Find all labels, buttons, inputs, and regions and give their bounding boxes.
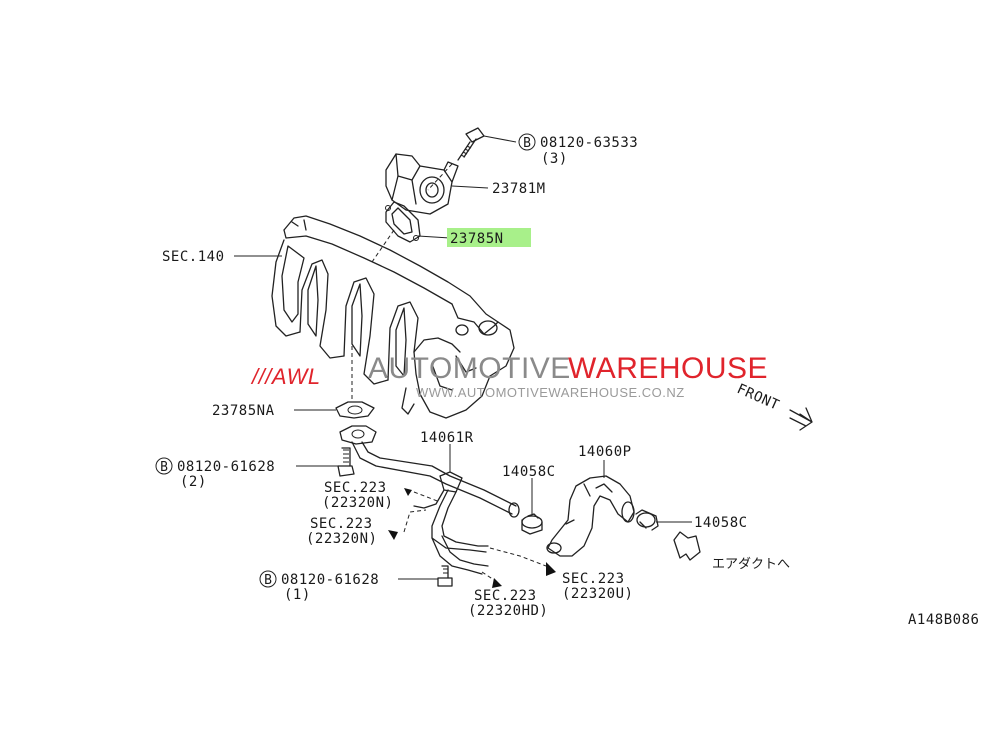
gasket-top-dashline [371, 229, 395, 263]
watermark: ///AWL AUTOMOTIVE WAREHOUSE WWW.AUTOMOTI… [250, 352, 768, 400]
valve-leader [451, 185, 489, 189]
sec223-c-label: SEC.223 [474, 588, 537, 604]
clamp-left-drawing [521, 513, 543, 535]
bolt-mid-drawing [337, 447, 355, 477]
sec223-a-sub: (22320N) [322, 495, 393, 511]
watermark-brand-1: AUTOMOTIVE [368, 352, 571, 385]
sec223-d-label: SEC.223 [562, 571, 625, 587]
sec223-d-arrow [546, 562, 556, 576]
bolt-top-drawing [457, 127, 485, 161]
gasket-bottom-label: 23785NA [212, 403, 275, 419]
bolt-top-leader [483, 135, 517, 143]
watermark-brand-2: WAREHOUSE [568, 352, 768, 385]
front-arrow [789, 407, 813, 431]
sec223-b-dashline [403, 509, 427, 533]
bolt-top-symbol: B [518, 133, 536, 151]
front-label: FRONT [734, 381, 781, 414]
gasket-bottom-drawing [335, 401, 375, 419]
bolt-low-drawing [437, 565, 453, 587]
sec140-label: SEC.140 [162, 249, 225, 265]
bolt-low-qty: (1) [284, 587, 311, 603]
sec223-b-sub: (22320N) [306, 531, 377, 547]
watermark-url: WWW.AUTOMOTIVEWAREHOUSE.CO.NZ [416, 385, 685, 400]
bolt-top-symbol-letter: B [523, 136, 531, 151]
pipe-14061r-label: 14061R [420, 430, 474, 446]
bolt-low-symbol-letter: B [264, 573, 272, 588]
sec223-a-label: SEC.223 [324, 480, 387, 496]
air-duct-label: エアダクトへ [712, 557, 790, 572]
pipe-14061r-drawing [339, 425, 520, 575]
bolt-low-symbol: B [259, 570, 277, 588]
watermark-logo: ///AWL [250, 364, 321, 389]
hose-label: 14060P [578, 444, 632, 460]
sec223-a-dashline [413, 491, 441, 503]
clamp-left-label: 14058C [502, 464, 556, 480]
bolt-mid-code: 08120-61628 [177, 459, 275, 475]
bolt-mid-qty: (2) [180, 474, 207, 490]
figure-code: A148B086 [908, 612, 979, 628]
gasket-top-leader [417, 235, 451, 239]
gasket-top-highlight [447, 228, 531, 247]
bolt-top-dashline [427, 163, 453, 191]
sec223-c-arrow [492, 578, 502, 588]
intake-manifold-drawing [271, 215, 515, 419]
bolt-top-code: 08120-63533 [540, 135, 638, 151]
clamp-right-drawing [635, 509, 659, 531]
valve-drawing [385, 153, 459, 215]
sec223-d-dashline [489, 547, 547, 567]
sec223-a-arrow [404, 488, 412, 496]
sec223-b-label: SEC.223 [310, 516, 373, 532]
bolt-mid-symbol: B [155, 457, 173, 475]
valve-label: 23781M [492, 181, 546, 197]
air-duct-arrow [673, 531, 701, 561]
gasket-top-label: 23785N [450, 231, 504, 247]
bolt-top-qty: (3) [541, 151, 568, 167]
bolt-low-code: 08120-61628 [281, 572, 379, 588]
sec223-d-sub: (22320U) [562, 586, 633, 602]
hose-14060p-drawing [546, 475, 635, 557]
sec223-c-dashline [481, 571, 495, 581]
sec223-b-arrow [388, 530, 398, 540]
clamp-right-label: 14058C [694, 515, 748, 531]
bolt-mid-symbol-letter: B [160, 460, 168, 475]
sec223-c-sub: (22320HD) [468, 603, 548, 619]
